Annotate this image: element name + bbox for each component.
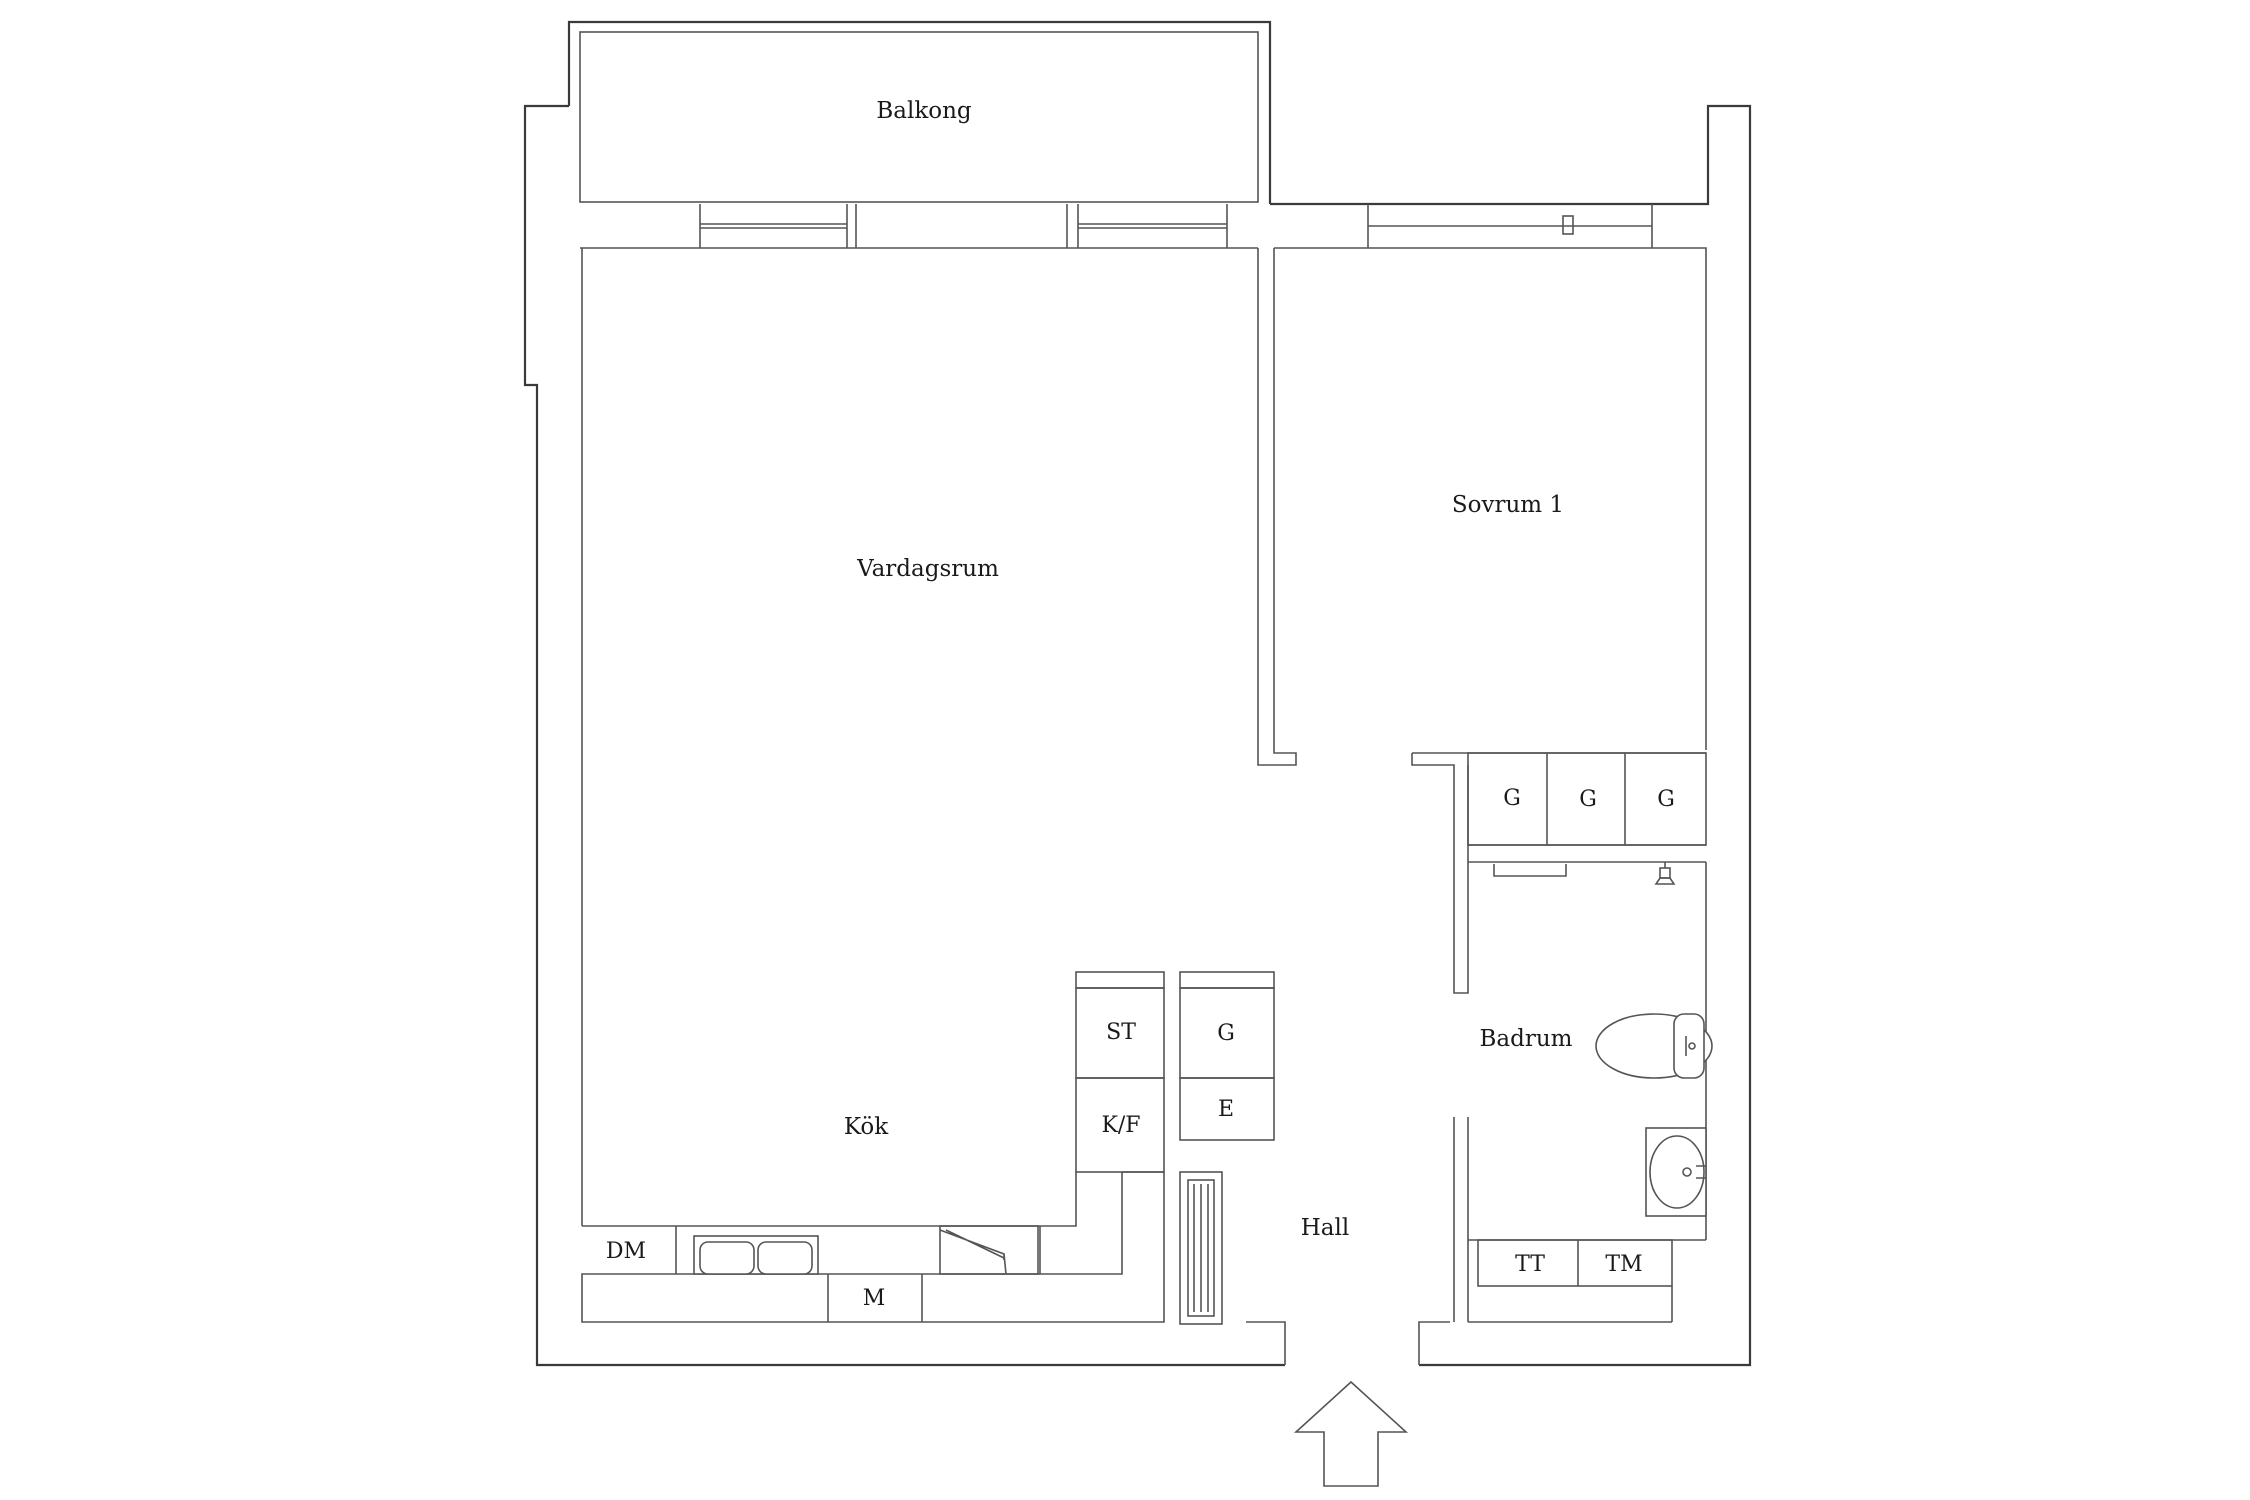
towel-rail-icon [1493, 864, 1567, 877]
washbasin-icon [1645, 1127, 1707, 1217]
windows [699, 204, 1653, 248]
outer-walls [523, 104, 1752, 1367]
fridge-freezer-label: K/F [1101, 1113, 1140, 1138]
dishwasher-label: DM [606, 1239, 646, 1264]
room-label-vardagsrum: Vardagsrum [856, 556, 999, 582]
room-label-badrum: Badrum [1480, 1026, 1573, 1052]
dryer-label: TT [1515, 1252, 1545, 1277]
laundry-area: TT TM [1468, 1239, 1673, 1323]
room-label-kok: Kök [844, 1114, 889, 1140]
wardrobe-row: G G G [1467, 752, 1707, 846]
balcony [567, 20, 1272, 204]
wardrobe-label-2: G [1579, 787, 1597, 812]
room-label-balkong: Balkong [876, 98, 972, 124]
electrical-label: E [1218, 1097, 1234, 1122]
toilet-icon [1595, 1013, 1713, 1079]
room-label-hall: Hall [1301, 1215, 1349, 1241]
shower-head-icon [1654, 862, 1676, 885]
storage-label: ST [1106, 1020, 1136, 1045]
interior-walls [1257, 248, 1707, 1322]
wardrobe-label-3: G [1657, 787, 1675, 812]
hall-closet: G E [1179, 971, 1275, 1141]
kitchen-counter: DM M [581, 1171, 1165, 1323]
entrance-arrow-icon [1293, 1380, 1409, 1487]
microwave-label: M [863, 1286, 886, 1311]
kitchen-tall-units: ST K/F [1075, 971, 1165, 1173]
room-label-sovrum: Sovrum 1 [1452, 492, 1564, 518]
sink-icon [693, 1235, 819, 1275]
wardrobe-label-1: G [1503, 786, 1521, 811]
closet-label: G [1217, 1021, 1235, 1046]
washer-label: TM [1605, 1252, 1642, 1277]
bathroom-fixtures [1493, 862, 1713, 1217]
radiator-icon [1179, 1171, 1223, 1325]
stove-icon [939, 1225, 1039, 1275]
